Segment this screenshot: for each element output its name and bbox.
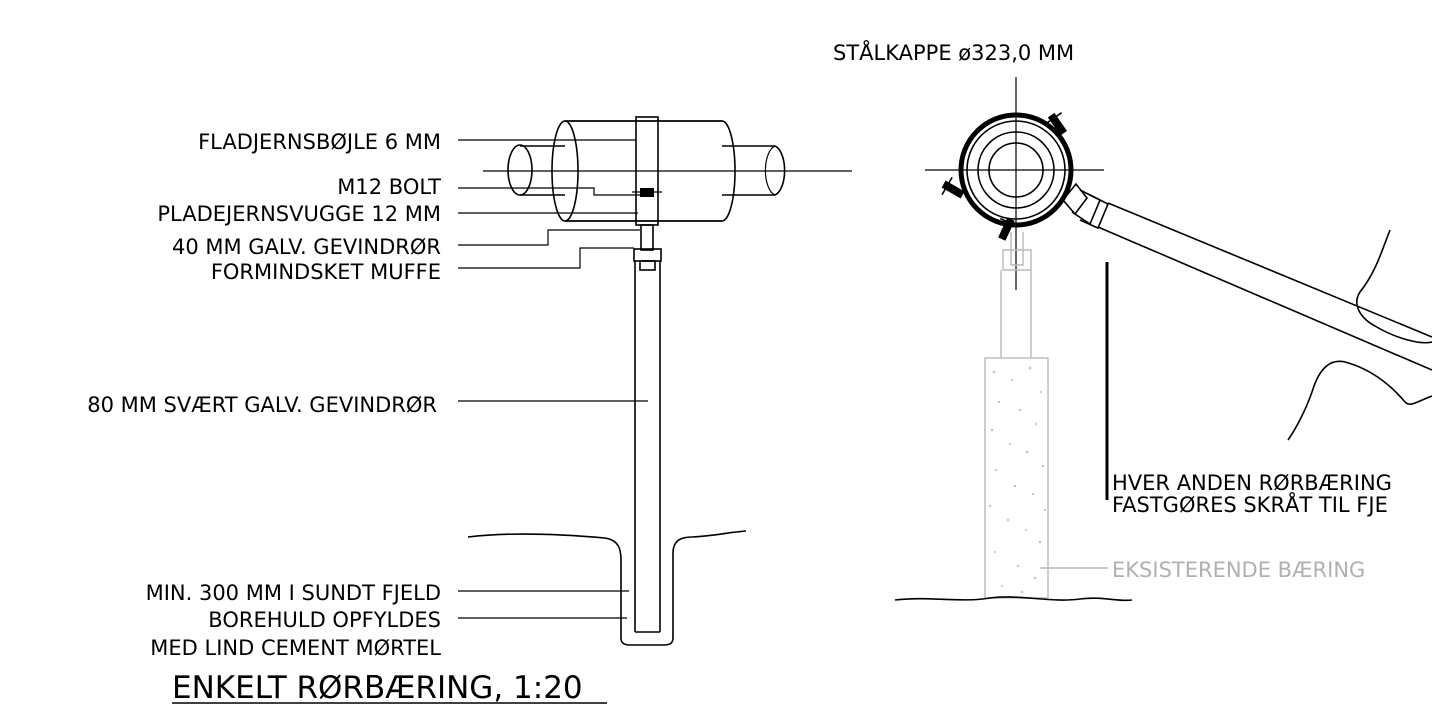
bedrock-drill-hole [467, 530, 747, 646]
right-ground-line [894, 596, 1133, 602]
label-eksisterende: EKSISTERENDE BÆRING [1112, 558, 1365, 582]
left-elevation-view: FLADJERNSBØJLE 6 MM M12 BOLT PLADEJERNSV… [87, 116, 852, 706]
threaded-tube-40 [640, 224, 654, 251]
label-cement: MED LIND CEMENT MØRTEL [150, 636, 441, 660]
label-fladjernsbojle: FLADJERNSBØJLE 6 MM [198, 130, 441, 154]
inclined-strut [1061, 182, 1432, 371]
note-line-1: HVER ANDEN RØRBÆRING [1112, 471, 1392, 495]
reducing-socket [633, 248, 662, 271]
label-borehuld: BOREHULD OPFYLDES [208, 608, 441, 632]
drawing-title: ENKELT RØRBÆRING, 1:20 [172, 670, 583, 706]
m12-bolt [632, 188, 662, 197]
clamp-bolts [941, 112, 1068, 241]
note-line-2: FASTGØRES SKRÅT TIL FJE [1112, 491, 1388, 517]
heavy-tube-80 [634, 261, 661, 633]
left-labels: FLADJERNSBØJLE 6 MM M12 BOLT PLADEJERNSV… [87, 130, 441, 660]
label-formindsket-muffe: FORMINDSKET MUFFE [211, 260, 441, 284]
label-pladejernsvugge: PLADEJERNSVUGGE 12 MM [157, 202, 441, 226]
right-section-view: STÅLKAPPE ø323,0 MM [833, 39, 1432, 602]
label-gevindror-40: 40 MM GALV. GEVINDRØR [172, 235, 441, 259]
small-pipe [507, 144, 786, 196]
rock-outline [1287, 229, 1432, 441]
label-m12-bolt: M12 BOLT [337, 175, 441, 199]
label-gevindror-80: 80 MM SVÆRT GALV. GEVINDRØR [87, 393, 437, 417]
label-stalkappe: STÅLKAPPE ø323,0 MM [833, 39, 1074, 65]
leader-lines [458, 139, 648, 619]
existing-support [984, 232, 1108, 599]
label-min-300: MIN. 300 MM I SUNDT FJELD [146, 581, 441, 605]
